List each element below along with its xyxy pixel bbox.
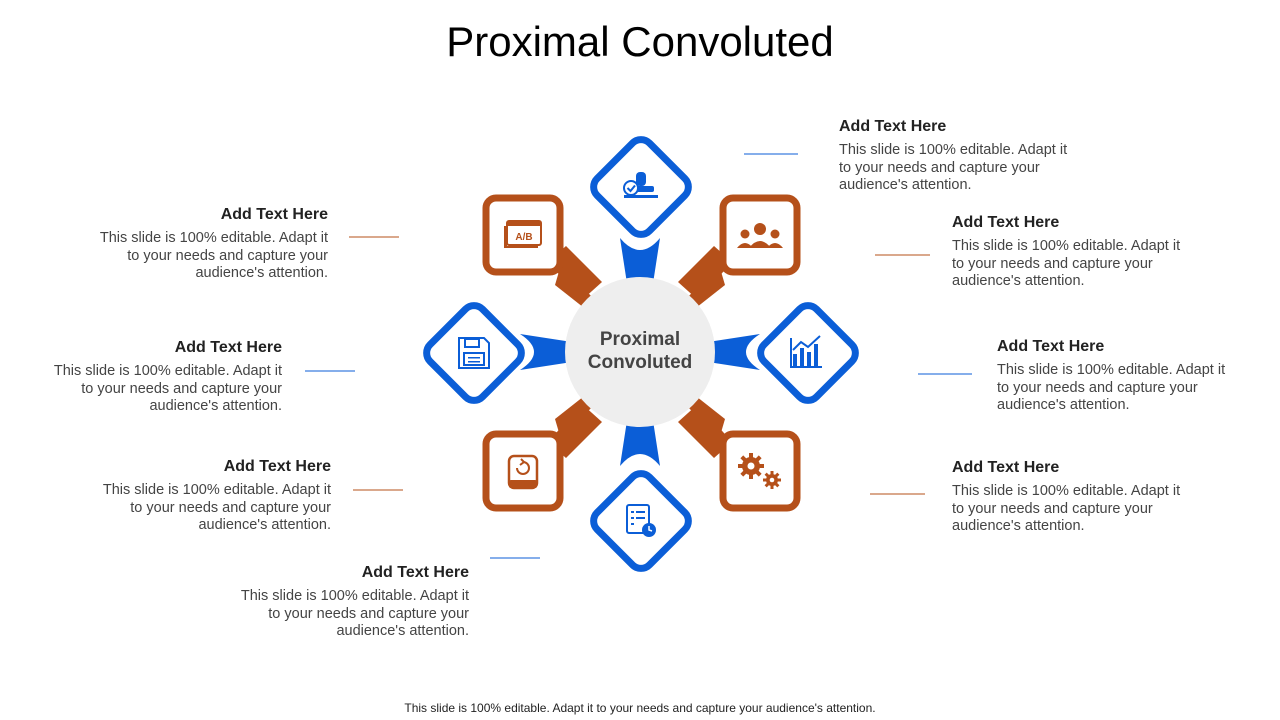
text-block-body: This slide is 100% editable. Adapt it to… (952, 238, 1181, 290)
footer-note: This slide is 100% editable. Adapt it to… (404, 701, 876, 715)
node-bottom-right (719, 430, 801, 512)
text-block-2: Add Text Here This slide is 100% editabl… (952, 214, 1192, 291)
node-bottom (590, 470, 692, 572)
text-block-8: Add Text Here This slide is 100% editabl… (88, 206, 328, 283)
text-block-4: Add Text Here This slide is 100% editabl… (952, 459, 1192, 536)
save-icon (458, 337, 490, 369)
checklist-clock-icon (626, 504, 656, 537)
text-block-body: This slide is 100% editable. Adapt it to… (997, 362, 1226, 414)
page-title: Proximal Convoluted (446, 18, 834, 65)
stamp-approval-icon (623, 172, 658, 198)
text-block-heading: Add Text Here (223, 458, 331, 475)
text-block-body: This slide is 100% editable. Adapt it to… (839, 142, 1068, 194)
ab-test-icon: A/B (504, 220, 542, 248)
text-block-heading: Add Text Here (361, 564, 469, 581)
center-label: Proximal Convoluted (587, 329, 693, 373)
text-block-5: Add Text Here This slide is 100% editabl… (229, 564, 469, 641)
node-left (423, 302, 525, 404)
node-top-left: A/B (482, 194, 564, 276)
node-right (757, 302, 859, 404)
bar-chart-icon (790, 335, 822, 368)
text-block-heading: Add Text Here (174, 339, 282, 356)
drive-backup-icon (507, 454, 539, 490)
text-block-heading: Add Text Here (997, 338, 1105, 355)
team-icon (737, 223, 783, 248)
gears-icon (738, 453, 781, 489)
text-block-body: This slide is 100% editable. Adapt it to… (952, 483, 1181, 535)
text-block-heading: Add Text Here (220, 206, 328, 223)
center-hub (565, 277, 715, 427)
ab-label: A/B (515, 232, 532, 243)
leader-lines (305, 153, 972, 559)
node-bottom-left (482, 430, 564, 512)
text-block-body: This slide is 100% editable. Adapt it to… (53, 363, 282, 415)
text-block-1: Add Text Here This slide is 100% editabl… (839, 118, 1079, 195)
text-block-body: This slide is 100% editable. Adapt it to… (240, 588, 469, 640)
node-top-right (719, 194, 801, 276)
text-block-7: Add Text Here This slide is 100% editabl… (42, 339, 282, 416)
text-block-6: Add Text Here This slide is 100% editabl… (91, 458, 331, 535)
text-block-body: This slide is 100% editable. Adapt it to… (102, 482, 331, 534)
text-block-3: Add Text Here This slide is 100% editabl… (997, 338, 1237, 415)
text-block-body: This slide is 100% editable. Adapt it to… (99, 230, 328, 282)
text-block-heading: Add Text Here (952, 214, 1060, 231)
text-block-heading: Add Text Here (952, 459, 1060, 476)
text-block-heading: Add Text Here (839, 118, 947, 135)
node-top (590, 136, 692, 238)
